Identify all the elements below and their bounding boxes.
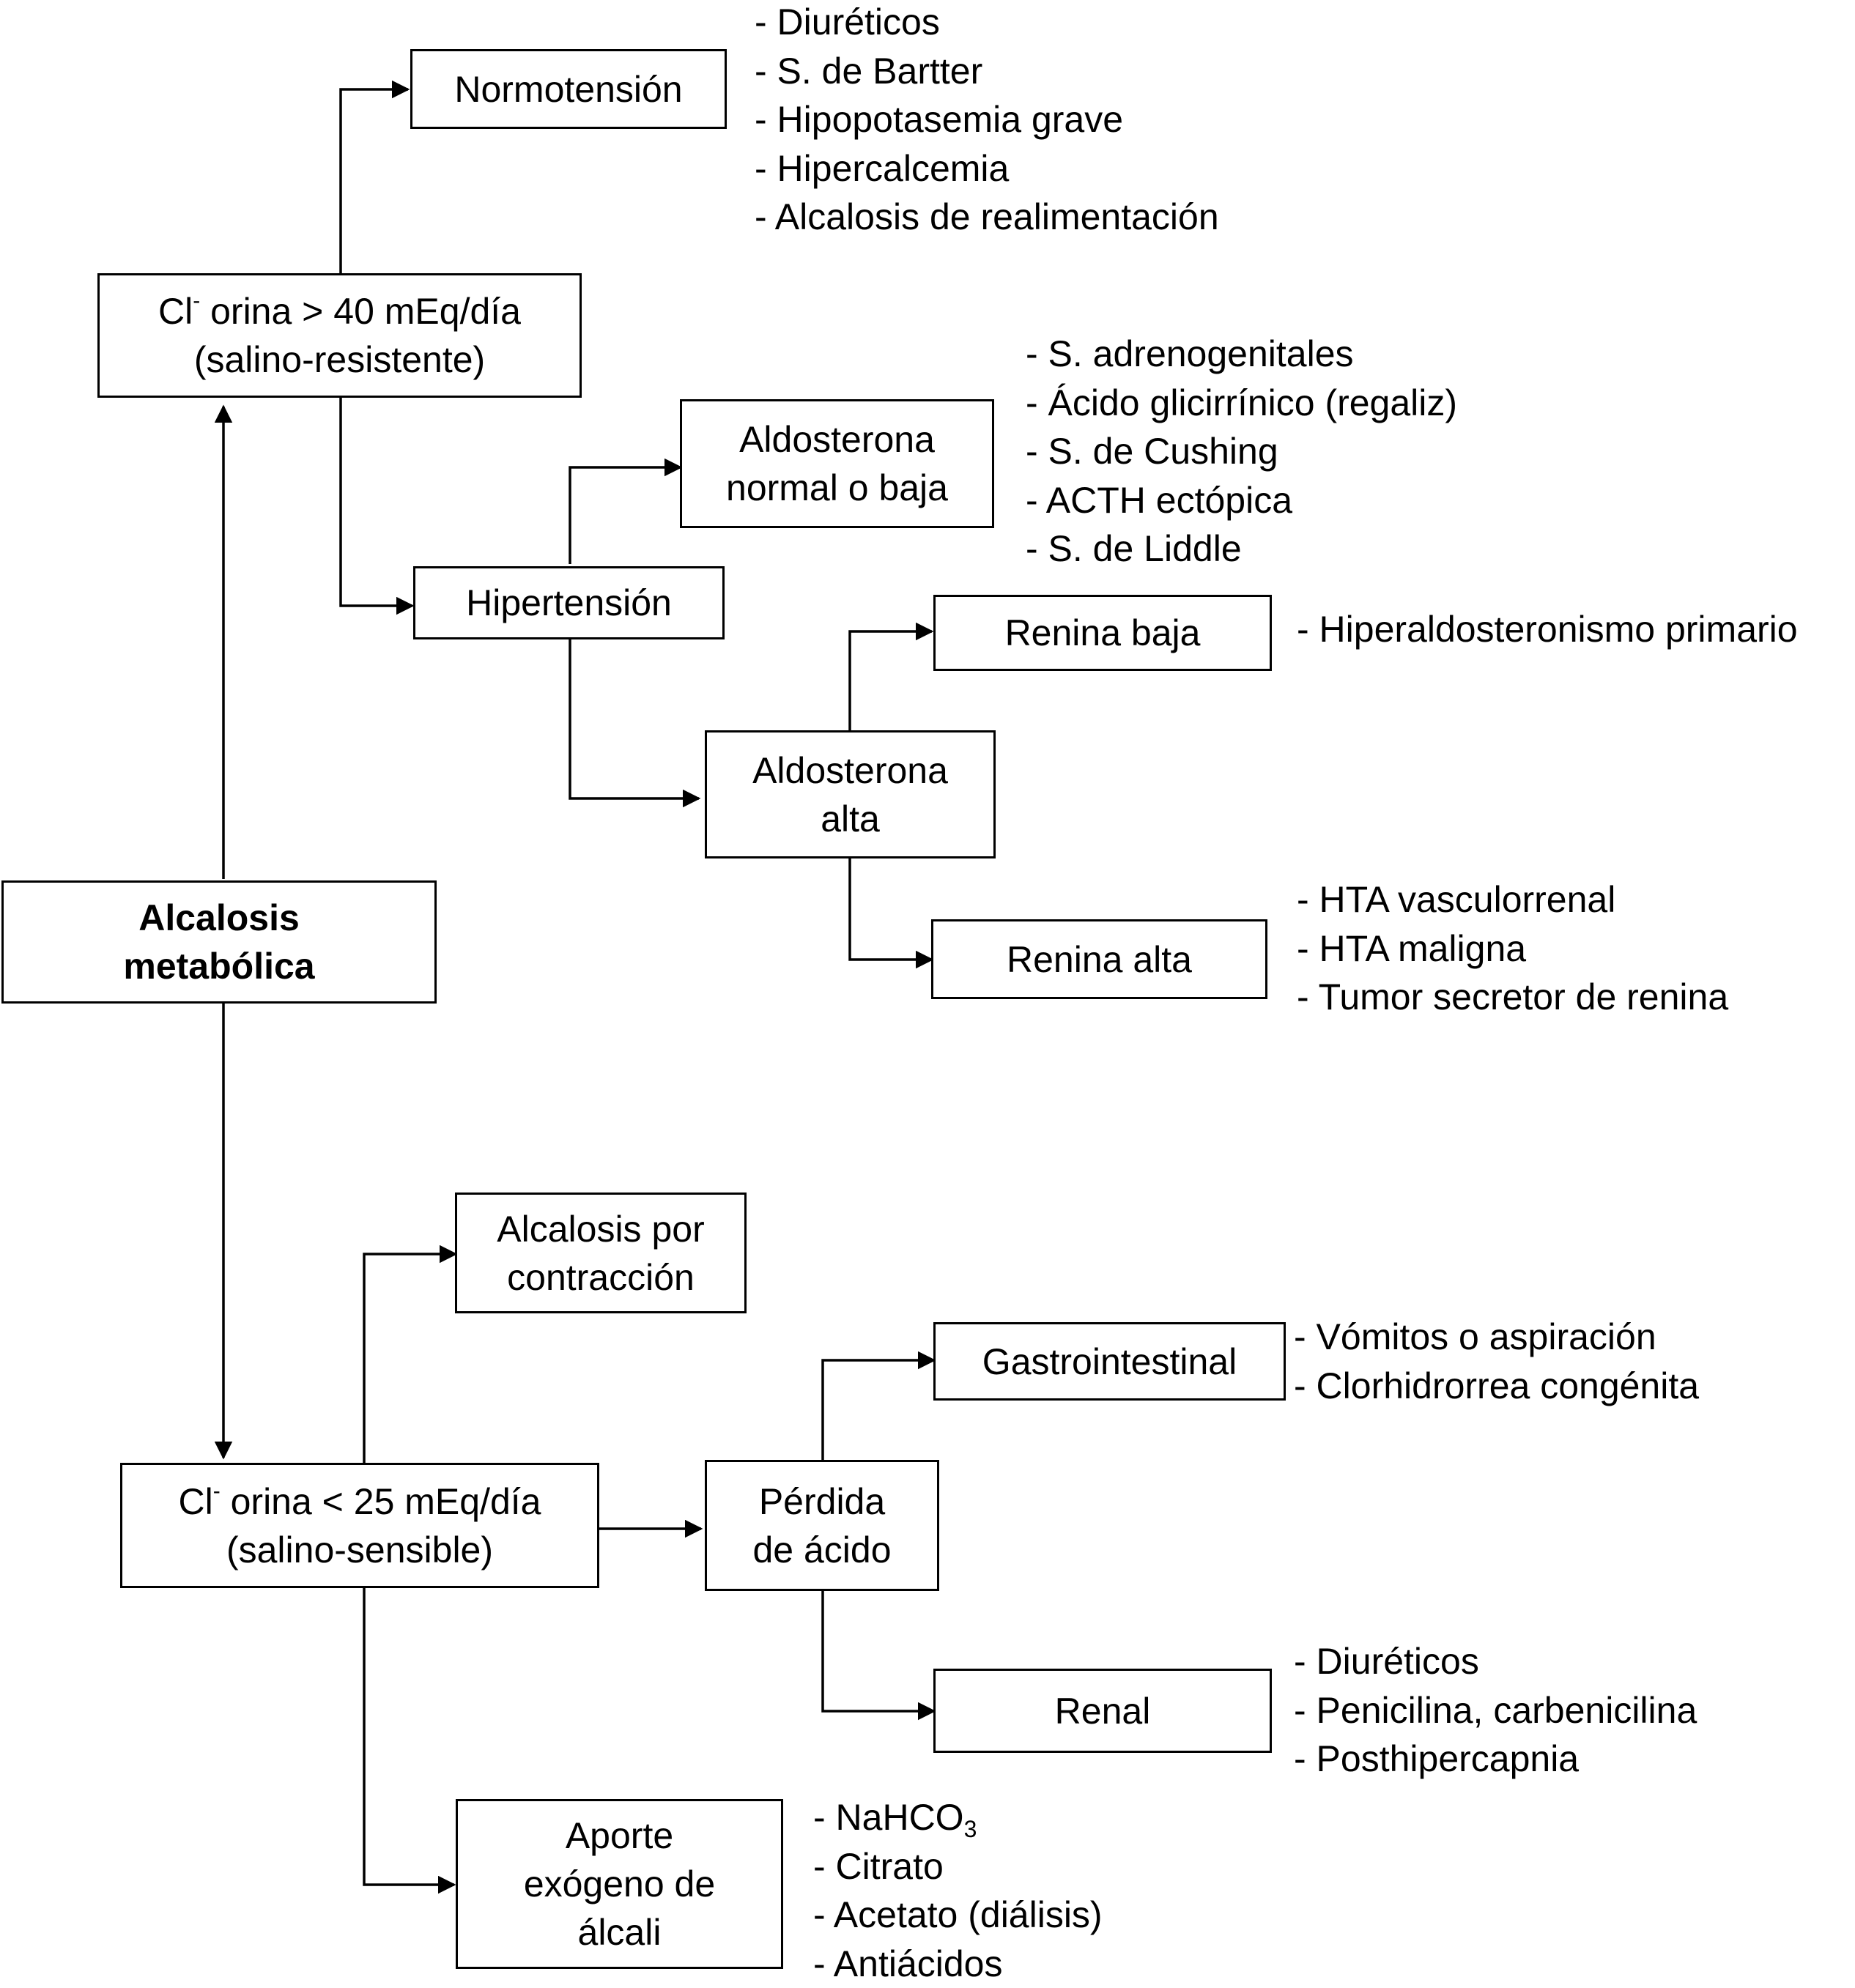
renal-label: Renal — [1055, 1687, 1151, 1735]
root-label-line2: metabólica — [123, 942, 314, 990]
renal-node: Renal — [933, 1669, 1272, 1753]
sensitive-label-line2: (salino-sensible) — [226, 1526, 493, 1574]
list-item: - ACTH ectópica — [1026, 476, 1457, 525]
list-item: - S. de Cushing — [1026, 427, 1457, 476]
resistant-label-line2: (salino-resistente) — [194, 335, 485, 384]
gastrointestinal-node: Gastrointestinal — [933, 1322, 1286, 1401]
hypertension-label: Hipertensión — [466, 579, 672, 627]
contraction-label-line1: Alcalosis por — [497, 1205, 704, 1253]
renin-low-node: Renina baja — [933, 595, 1272, 671]
list-item: - S. de Liddle — [1026, 524, 1457, 574]
arrow-to-gastro — [823, 1360, 934, 1460]
list-item: - Posthipercapnia — [1294, 1735, 1697, 1784]
renin-high-causes-list: - HTA vasculorrenal - HTA maligna - Tumo… — [1297, 875, 1728, 1022]
salino-sensible-node: Cl- orina < 25 mEq/día (salino-sensible) — [120, 1463, 599, 1588]
arrow-to-normotension — [341, 89, 408, 273]
aldosterone-low-node: Aldosterona normal o baja — [680, 399, 994, 528]
arrow-to-hypertension — [341, 398, 412, 606]
arrow-to-aldo-low — [570, 467, 681, 564]
arrow-to-aldo-high — [570, 639, 699, 798]
list-item: - HTA vasculorrenal — [1297, 875, 1728, 924]
list-item: - S. adrenogenitales — [1026, 330, 1457, 379]
list-item: - Acetato (diálisis) — [813, 1891, 1103, 1940]
normotension-label: Normotensión — [454, 65, 682, 114]
list-item: - HTA maligna — [1297, 924, 1728, 973]
aldosterone-high-node: Aldosterona alta — [705, 730, 996, 858]
list-item: - Penicilina, carbenicilina — [1294, 1686, 1697, 1735]
list-item: - Hipercalcemia — [755, 144, 1219, 193]
arrow-to-renin-low — [850, 631, 932, 730]
exogenous-label-line2: exógeno de — [524, 1860, 715, 1908]
hypertension-node: Hipertensión — [413, 566, 725, 639]
aldo-high-label-line2: alta — [821, 795, 880, 843]
gastro-causes-list: - Vómitos o aspiración - Clorhidrorrea c… — [1294, 1313, 1699, 1410]
exogenous-label-line3: álcali — [578, 1908, 662, 1957]
arrow-to-contraction — [364, 1254, 456, 1463]
list-item: - Hiperaldosteronismo primario — [1297, 605, 1798, 654]
list-item: - Ácido glicirrínico (regaliz) — [1026, 379, 1457, 428]
normotension-causes-list: - Diuréticos - S. de Bartter - Hipopotas… — [755, 0, 1219, 242]
list-item: - Diuréticos — [1294, 1637, 1697, 1686]
acid-loss-label-line2: de ácido — [752, 1526, 891, 1574]
list-item: - Tumor secretor de renina — [1297, 973, 1728, 1022]
normotension-node: Normotensión — [410, 49, 727, 129]
renin-low-label: Renina baja — [1005, 609, 1201, 657]
root-node: Alcalosis metabólica — [1, 880, 437, 1004]
contraction-label-line2: contracción — [507, 1253, 695, 1302]
exogenous-causes-list: - NaHCO3 - Citrato - Acetato (diálisis) … — [813, 1793, 1103, 1988]
renin-high-label: Renina alta — [1007, 935, 1192, 984]
list-item: - Alcalosis de realimentación — [755, 193, 1219, 242]
renal-causes-list: - Diuréticos - Penicilina, carbenicilina… — [1294, 1637, 1697, 1784]
aldo-low-label-line1: Aldosterona — [739, 415, 935, 464]
renin-high-node: Renina alta — [931, 919, 1267, 999]
acid-loss-label-line1: Pérdida — [759, 1477, 885, 1526]
list-item: - Vómitos o aspiración — [1294, 1313, 1699, 1362]
resistant-label-line1: Cl- orina > 40 mEq/día — [158, 287, 521, 335]
aldo-low-causes-list: - S. adrenogenitales - Ácido glicirrínic… — [1026, 330, 1457, 574]
root-label-line1: Alcalosis — [138, 894, 300, 942]
list-item: - Clorhidrorrea congénita — [1294, 1362, 1699, 1411]
list-item: - Antiácidos — [813, 1940, 1103, 1988]
aldo-low-label-line2: normal o baja — [726, 464, 948, 512]
salino-resistente-node: Cl- orina > 40 mEq/día (salino-resistent… — [97, 273, 582, 398]
exogenous-label-line1: Aporte — [566, 1811, 673, 1860]
contraction-node: Alcalosis por contracción — [455, 1193, 747, 1313]
list-item: - NaHCO3 — [813, 1793, 1103, 1842]
gastro-label: Gastrointestinal — [982, 1338, 1237, 1386]
arrow-to-renin-high — [850, 858, 932, 960]
acid-loss-node: Pérdida de ácido — [705, 1460, 939, 1591]
renin-low-causes-list: - Hiperaldosteronismo primario — [1297, 605, 1798, 654]
sensitive-label-line1: Cl- orina < 25 mEq/día — [179, 1477, 541, 1526]
list-item: - Citrato — [813, 1842, 1103, 1891]
aldo-high-label-line1: Aldosterona — [752, 746, 948, 795]
arrow-to-renal — [823, 1591, 934, 1711]
arrow-to-exogenous — [364, 1588, 454, 1885]
list-item: - Diuréticos — [755, 0, 1219, 47]
list-item: - Hipopotasemia grave — [755, 95, 1219, 144]
exogenous-alkali-node: Aporte exógeno de álcali — [456, 1799, 783, 1969]
list-item: - S. de Bartter — [755, 47, 1219, 96]
